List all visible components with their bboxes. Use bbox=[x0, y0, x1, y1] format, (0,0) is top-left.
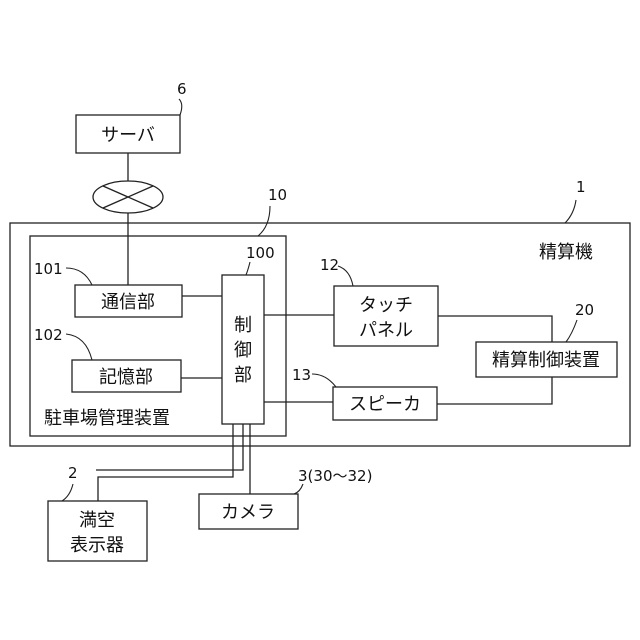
control-unit-ref: 100 bbox=[246, 244, 275, 275]
control-unit-block: 制 御 部 bbox=[222, 275, 264, 424]
speaker-ref: 13 bbox=[292, 366, 336, 387]
storage-unit-ref-number: 102 bbox=[34, 326, 63, 344]
storage-unit-block: 記憶部 bbox=[72, 360, 181, 392]
camera-ref-number: 3(30～32) bbox=[298, 467, 372, 485]
storage-unit-label: 記憶部 bbox=[99, 367, 153, 388]
settlement-controller-ref: 20 bbox=[566, 301, 594, 342]
speaker-label: スピーカ bbox=[349, 394, 421, 415]
server-ref-number: 6 bbox=[177, 80, 187, 98]
vacancy-display-label-2: 表示器 bbox=[70, 535, 124, 556]
speaker-block: スピーカ bbox=[333, 387, 437, 420]
parking-manager-ref-number: 10 bbox=[268, 186, 287, 204]
touch-panel-ref-number: 12 bbox=[320, 256, 339, 274]
camera-label: カメラ bbox=[221, 502, 275, 523]
storage-unit-ref: 102 bbox=[34, 326, 92, 360]
vacancy-display-label-1: 満空 bbox=[79, 510, 115, 531]
settlement-controller-block: 精算制御装置 bbox=[476, 342, 617, 377]
parking-manager-label: 駐車場管理装置 bbox=[44, 408, 170, 429]
settlement-controller-label: 精算制御装置 bbox=[492, 350, 600, 371]
vacancy-display-ref: 2 bbox=[62, 464, 78, 501]
communication-unit-ref: 101 bbox=[34, 260, 92, 285]
speaker-ref-number: 13 bbox=[292, 366, 311, 384]
vacancy-display-ref-number: 2 bbox=[68, 464, 78, 482]
settlement-controller-ref-number: 20 bbox=[575, 301, 594, 319]
communication-unit-block: 通信部 bbox=[75, 285, 182, 317]
vacancy-display-block: 満空 表示器 bbox=[48, 501, 147, 561]
camera-block: カメラ bbox=[199, 494, 298, 529]
settlement-machine-ref: 1 bbox=[565, 178, 586, 223]
touch-panel-ref: 12 bbox=[320, 256, 353, 286]
control-unit-label-3: 部 bbox=[234, 365, 252, 386]
server-block: サーバ bbox=[76, 115, 180, 153]
touch-panel-label-1: タッチ bbox=[359, 295, 413, 316]
server-ref: 6 bbox=[177, 80, 187, 115]
camera-ref: 3(30～32) bbox=[294, 467, 372, 494]
communication-unit-ref-number: 101 bbox=[34, 260, 63, 278]
communication-unit-label: 通信部 bbox=[101, 292, 155, 313]
touch-panel-label-2: パネル bbox=[359, 320, 413, 341]
parking-manager-ref: 10 bbox=[258, 186, 287, 236]
settlement-machine-label: 精算機 bbox=[539, 242, 593, 263]
control-unit-ref-number: 100 bbox=[246, 244, 275, 262]
control-unit-label-2: 御 bbox=[234, 340, 252, 361]
control-unit-label-1: 制 bbox=[234, 315, 252, 336]
touch-panel-block: タッチ パネル bbox=[334, 286, 438, 346]
settlement-machine-ref-number: 1 bbox=[576, 178, 586, 196]
server-label: サーバ bbox=[101, 125, 155, 146]
network-icon bbox=[93, 181, 163, 213]
